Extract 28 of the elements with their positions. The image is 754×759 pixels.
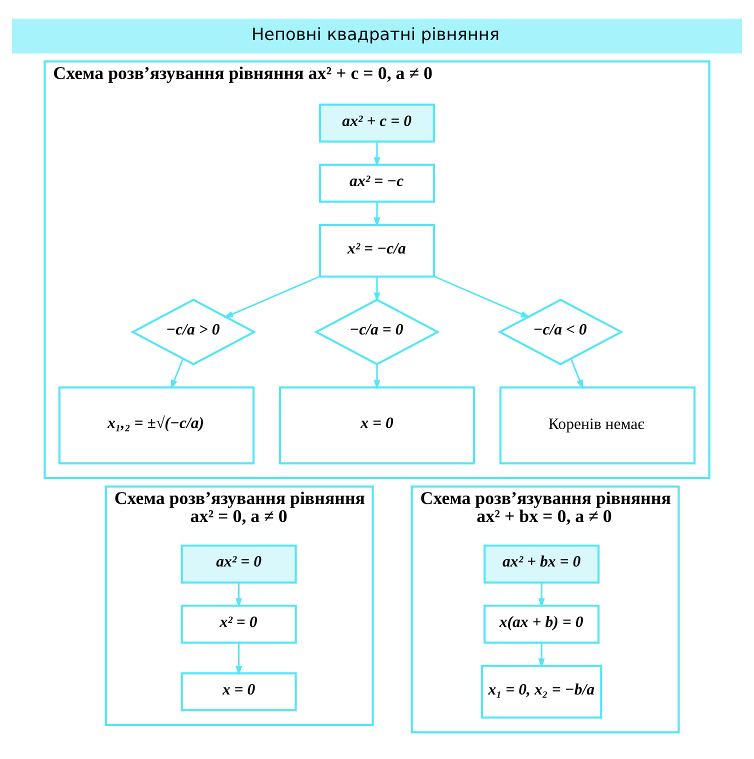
node-box: x₁ = 0, x₂ = −b/a [480, 664, 602, 718]
arrow [374, 276, 380, 302]
arrow [570, 358, 584, 389]
node-diamond: −c/a > 0 [130, 298, 256, 365]
arrow [374, 141, 380, 166]
arrow [235, 642, 242, 675]
arrow [374, 201, 380, 226]
node-diamond: −c/a = 0 [314, 298, 440, 365]
arrow [538, 582, 545, 608]
node-box: ax² + bx = 0 [484, 544, 600, 584]
node-box: Коренів немає [499, 386, 696, 464]
node-box: x² = −c/a [318, 223, 436, 278]
node-box: ax² = −c [318, 163, 436, 202]
arrow [235, 582, 242, 608]
node-box: x(ax + b) = 0 [484, 604, 600, 644]
node-box: x² = 0 [180, 604, 297, 644]
arrow [224, 275, 320, 318]
node-box: ax² + c = 0 [318, 103, 436, 142]
arrow [170, 358, 184, 389]
node-box: ax² = 0 [180, 544, 297, 584]
node-box: x₁,₂ = ±√(−c/a) [58, 386, 255, 464]
node-box: Неповні квадратні рівняння [12, 18, 742, 53]
node-box: x = 0 [278, 386, 476, 464]
arrow [538, 642, 545, 668]
arrow [374, 364, 380, 390]
arrow [434, 275, 530, 318]
node-diamond: −c/a < 0 [498, 298, 624, 365]
node-box: x = 0 [180, 672, 297, 711]
